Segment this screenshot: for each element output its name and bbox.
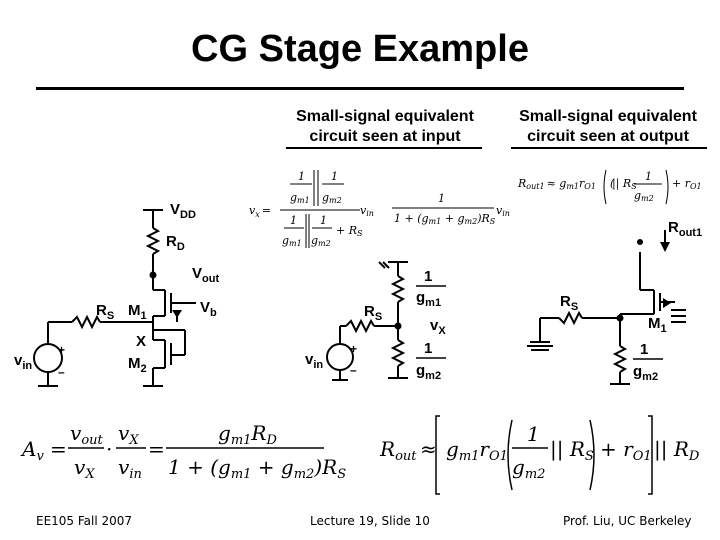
rout-approx: ≈ [420, 437, 437, 461]
output-heading-line-2: circuit seen at output [527, 128, 689, 145]
input-heading-line-2: circuit seen at input [309, 128, 461, 145]
mid-gm2-den: gm2 [416, 362, 441, 382]
av-rden: 1 + (gm1 + gm2)RS [168, 455, 346, 482]
vx-eq-lhs: vx= [249, 204, 271, 219]
vin-plus: + [58, 343, 65, 357]
footer-course: EE105 Fall 2007 [36, 514, 133, 528]
rout1-label: Rout1 [668, 219, 702, 239]
rout1-small-one: 1 [645, 170, 652, 183]
rout1-small-rs-pre: ( [610, 177, 615, 190]
rout-one: 1 [527, 422, 540, 446]
vin-minus: – [58, 365, 65, 379]
rout-plus: + rO1 [600, 437, 652, 464]
input-heading-line-1: Small-signal equivalent [296, 108, 474, 125]
mid-gm1-one: 1 [424, 268, 432, 285]
vin-frac-den: 1 + (gm1 + gm2)RS [394, 212, 496, 226]
footer-author: Prof. Liu, UC Berkeley [563, 514, 692, 528]
rout1-small-plus: + rO1 [672, 177, 702, 191]
mid-vx-label: vX [430, 317, 446, 337]
input-heading: Small-signal equivalent circuit seen at … [282, 107, 488, 147]
av-eq2: = [148, 437, 165, 461]
vx-den-2: 1 [320, 214, 327, 227]
rout1-arrow-head [660, 242, 670, 252]
rout-lhs: Rout [379, 437, 417, 464]
right-m1-label: M1 [648, 315, 667, 335]
rout1-small-bracket-left [603, 169, 607, 205]
rs-label: RS [96, 302, 114, 322]
x-label: X [136, 333, 146, 350]
vin-frac-prefix: vin [360, 204, 374, 218]
vdd-label: VDD [170, 201, 196, 221]
rs-resistor [71, 314, 101, 330]
mid-gm1-resistor [390, 275, 406, 303]
av-lhs: Av [20, 437, 44, 464]
mid-gm2-resistor [390, 339, 406, 367]
right-gm2-one: 1 [640, 341, 648, 358]
m1-label: M1 [128, 302, 147, 322]
mid-gm1-den: gm1 [416, 289, 441, 309]
vout-label: Vout [192, 265, 219, 285]
rout-gden: gm2 [512, 455, 545, 482]
rout1-small-eq: Rout1≈ gm1rO1 [517, 177, 596, 191]
vx-num-gm2: gm2 [322, 191, 342, 205]
mid-gm2-one: 1 [424, 340, 432, 357]
rout-paren-right [589, 419, 595, 491]
output-heading: Small-signal equivalent circuit seen at … [508, 107, 708, 147]
vb-label: Vb [200, 299, 217, 319]
rout-rs: || RS [550, 437, 594, 464]
input-heading-rule [286, 147, 482, 149]
vx-den-rs: + RS [336, 224, 363, 238]
m2-label: M2 [128, 355, 147, 375]
rout1-small-bracket-right [665, 169, 669, 205]
title-underline [36, 87, 684, 90]
vx-num-gm1: gm1 [290, 191, 310, 205]
rout-paren-left [507, 419, 513, 491]
rout-rd: || RD [654, 437, 700, 464]
rout1-small-rs: || RS [612, 177, 637, 191]
vout-node-dot [149, 271, 157, 279]
footer-slide-number: Lecture 19, Slide 10 [310, 514, 430, 528]
av-dot: · [106, 437, 112, 461]
slide-title: CG Stage Example [191, 28, 529, 70]
rout-bracket-left [435, 415, 440, 495]
mid-vin-plus: + [350, 342, 357, 356]
right-gm2-den: gm2 [633, 363, 658, 383]
vx-den-gm2: gm2 [311, 234, 331, 248]
vin-frac-suffix: vin [496, 204, 510, 218]
output-heading-rule [511, 147, 707, 149]
rd-resistor [145, 227, 161, 255]
right-rs-resistor [558, 310, 583, 326]
vin-frac-num: 1 [438, 192, 445, 205]
rd-label: RD [166, 233, 185, 253]
m1-arrow [172, 310, 182, 318]
right-m1-arrow [663, 298, 671, 308]
mid-vin-label: vin [305, 351, 323, 371]
av-den2: vin [118, 455, 142, 482]
right-top-node [637, 239, 643, 245]
right-rs-label: RS [560, 293, 578, 313]
av-num1: vout [70, 421, 104, 448]
av-rnum: gm1RD [218, 421, 277, 448]
mid-vin-minus: – [350, 363, 357, 377]
av-den1: vX [74, 455, 95, 482]
mid-rs-label: RS [364, 303, 382, 323]
av-num2: vX [118, 421, 139, 448]
mid-rs-resistor [345, 318, 375, 334]
vx-den-gm1: gm1 [282, 234, 302, 248]
right-gm2-resistor [612, 345, 628, 373]
rout1-small-g: gm2 [634, 189, 654, 203]
output-heading-line-1: Small-signal equivalent [519, 108, 697, 125]
mid-hatch-a [378, 261, 386, 269]
vx-num-2: 1 [331, 170, 338, 183]
vx-num-1: 1 [298, 170, 305, 183]
rout-gr: gm1rO1 [446, 437, 508, 464]
av-eq: = [50, 437, 67, 461]
vx-den-1: 1 [290, 214, 297, 227]
rout-bracket-right [648, 415, 653, 495]
mid-hatch-b [382, 261, 390, 269]
vin-label: vin [14, 352, 32, 372]
